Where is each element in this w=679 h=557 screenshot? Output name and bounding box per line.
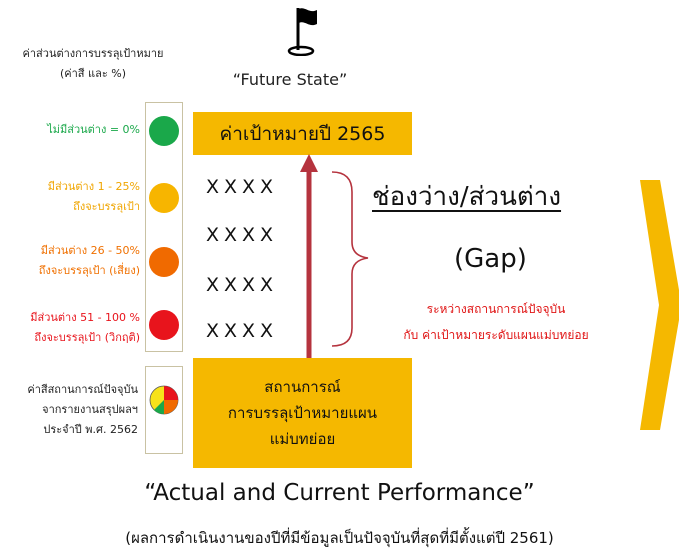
current-state-line1: สถานการณ์ <box>264 378 341 396</box>
status-legend-line2: จากรายงานสรุปผลฯ <box>42 403 138 416</box>
legend-item-yellow-label2: ถึงจะบรรลุเป้า <box>73 200 140 213</box>
legend-item-yellow-label1: มีส่วนต่าง 1 - 25% <box>47 180 140 193</box>
placeholder-row-3: XXXX <box>206 274 279 296</box>
status-dot-yellow <box>149 183 179 213</box>
actual-performance-label: “Actual and Current Performance” <box>144 480 535 506</box>
legend-item-orange-label2: ถึงจะบรรลุเป้า (เสี่ยง) <box>38 264 140 277</box>
legend-item-red: มีส่วนต่าง 51 - 100 % ถึงจะบรรลุเป้า (วิ… <box>0 308 140 348</box>
status-legend-text: ค่าสีสถานการณ์ปัจจุบัน จากรายงานสรุปผลฯ … <box>0 380 138 440</box>
legend-frame <box>145 102 183 352</box>
current-state-line3: แม่บทย่อย <box>269 430 336 448</box>
status-legend-line1: ค่าสีสถานการณ์ปัจจุบัน <box>27 383 138 396</box>
target-box: ค่าเป้าหมายปี 2565 <box>193 112 412 155</box>
status-frame <box>145 366 183 454</box>
legend-item-yellow: มีส่วนต่าง 1 - 25% ถึงจะบรรลุเป้า <box>0 177 140 217</box>
up-arrow-icon <box>300 154 318 360</box>
legend-title: ค่าส่วนต่างการบรรลุเป้าหมาย (ค่าสี และ %… <box>0 44 186 84</box>
legend-title-line1: ค่าส่วนต่างการบรรลุเป้าหมาย <box>22 47 164 60</box>
placeholder-row-2: XXXX <box>206 224 279 246</box>
footer-note: (ผลการดำเนินงานของปีที่มีข้อมูลเป็นปัจจุ… <box>125 529 554 547</box>
gap-english-label: (Gap) <box>454 244 527 274</box>
legend-title-line2: (ค่าสี และ %) <box>59 67 127 80</box>
pie-status-icon <box>149 385 179 415</box>
legend-item-red-label1: มีส่วนต่าง 51 - 100 % <box>30 311 140 324</box>
gap-title: ช่องว่าง/ส่วนต่าง <box>372 182 562 212</box>
gap-description-line1: ระหว่างสถานการณ์ปัจจุบัน <box>426 302 566 316</box>
legend-item-orange: มีส่วนต่าง 26 - 50% ถึงจะบรรลุเป้า (เสี่… <box>0 241 140 281</box>
status-legend-line3: ประจำปี พ.ศ. 2562 <box>43 423 138 436</box>
future-state-label: “Future State” <box>232 70 348 89</box>
gap-description-line2: กับ ค่าเป้าหมายระดับแผนแม่บทย่อย <box>403 328 589 342</box>
chevron-right-icon <box>640 180 679 430</box>
legend-item-green: ไม่มีส่วนต่าง = 0% <box>0 120 140 140</box>
gap-bracket <box>331 171 369 347</box>
status-dot-red <box>149 310 179 340</box>
current-state-box: สถานการณ์ การบรรลุเป้าหมายแผน แม่บทย่อย <box>193 358 412 468</box>
target-label: ค่าเป้าหมายปี 2565 <box>219 122 386 145</box>
placeholder-row-1: XXXX <box>206 176 279 198</box>
status-dot-green <box>149 116 179 146</box>
status-dot-orange <box>149 247 179 277</box>
legend-item-orange-label1: มีส่วนต่าง 26 - 50% <box>40 244 140 257</box>
current-state-line2: การบรรลุเป้าหมายแผน <box>227 404 378 422</box>
placeholder-row-4: XXXX <box>206 320 279 342</box>
legend-item-red-label2: ถึงจะบรรลุเป้า (วิกฤติ) <box>34 331 140 344</box>
gap-description: ระหว่างสถานการณ์ปัจจุบัน กับ ค่าเป้าหมาย… <box>365 296 627 348</box>
legend-item-green-label: ไม่มีส่วนต่าง = 0% <box>47 123 140 136</box>
flag-icon <box>287 8 317 56</box>
